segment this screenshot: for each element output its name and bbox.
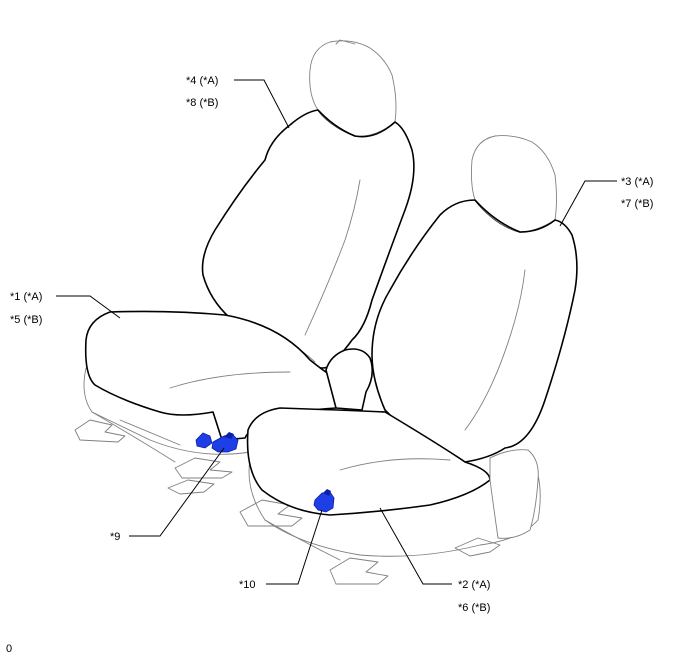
label-7b: *7 (*B) bbox=[621, 198, 653, 210]
connector-9 bbox=[195, 432, 239, 453]
corner-code: 0 bbox=[6, 643, 12, 655]
label-4a: *4 (*A) bbox=[186, 75, 218, 87]
label-2a: *2 (*A) bbox=[458, 579, 490, 591]
leader-4 bbox=[234, 79, 290, 129]
leader-3 bbox=[559, 180, 617, 227]
right-seat bbox=[239, 135, 578, 585]
label-1a: *1 (*A) bbox=[10, 291, 42, 303]
label-6b: *6 (*B) bbox=[458, 602, 490, 614]
left-seat bbox=[74, 39, 415, 495]
leader-1 bbox=[56, 295, 121, 319]
leader-2 bbox=[379, 507, 452, 585]
label-9: *9 bbox=[110, 531, 120, 543]
leader-9 bbox=[129, 447, 225, 537]
label-10: *10 bbox=[239, 579, 256, 591]
connector-10 bbox=[313, 489, 335, 513]
label-3a: *3 (*A) bbox=[621, 176, 653, 188]
label-8b: *8 (*B) bbox=[186, 97, 218, 109]
label-5b: *5 (*B) bbox=[10, 314, 42, 326]
leader-10 bbox=[266, 509, 323, 585]
